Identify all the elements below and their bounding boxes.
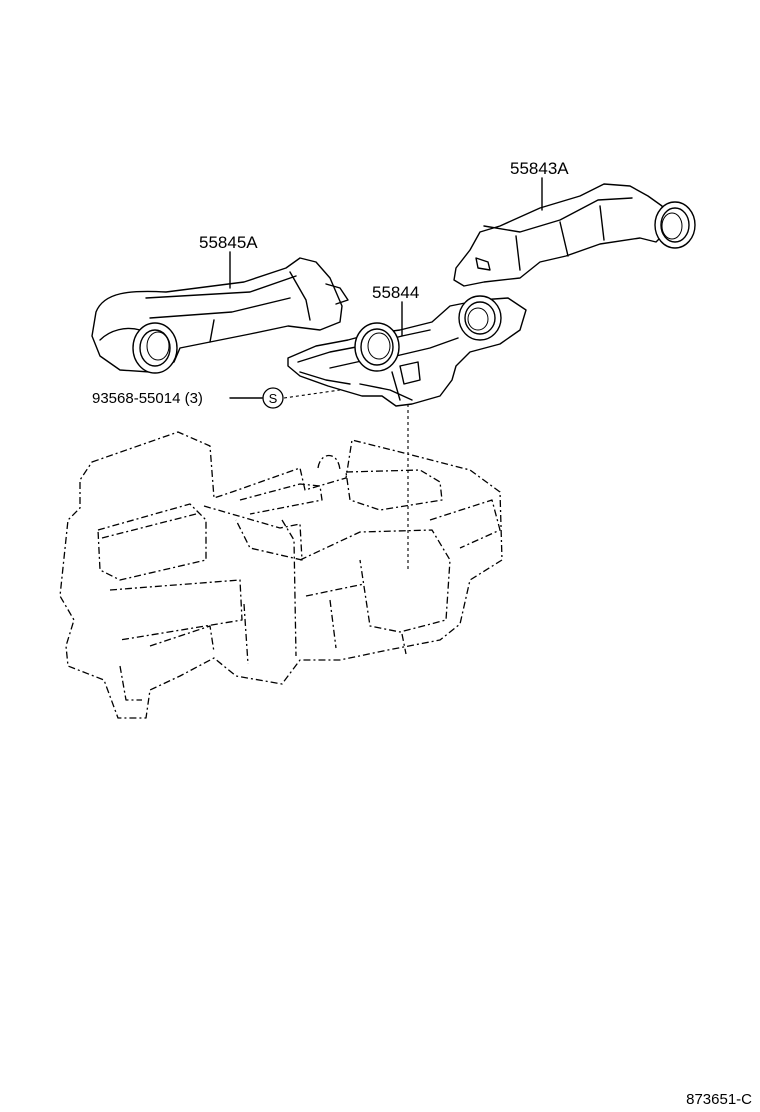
heater-unit-outline	[59, 431, 503, 719]
duct-55845a	[91, 257, 349, 374]
label-55845a: 55845A	[199, 233, 258, 252]
label-screw: 93568-55014 (3)	[92, 390, 203, 407]
label-55843a: 55843A	[510, 159, 569, 178]
screw-symbol-icon: S	[262, 387, 284, 409]
svg-text:S: S	[269, 391, 278, 406]
figure-code: 873651-C	[686, 1091, 752, 1108]
label-55844: 55844	[372, 283, 419, 302]
duct-55843a	[453, 183, 696, 287]
duct-55844	[287, 295, 527, 407]
leader-screw-dashed	[283, 389, 341, 399]
